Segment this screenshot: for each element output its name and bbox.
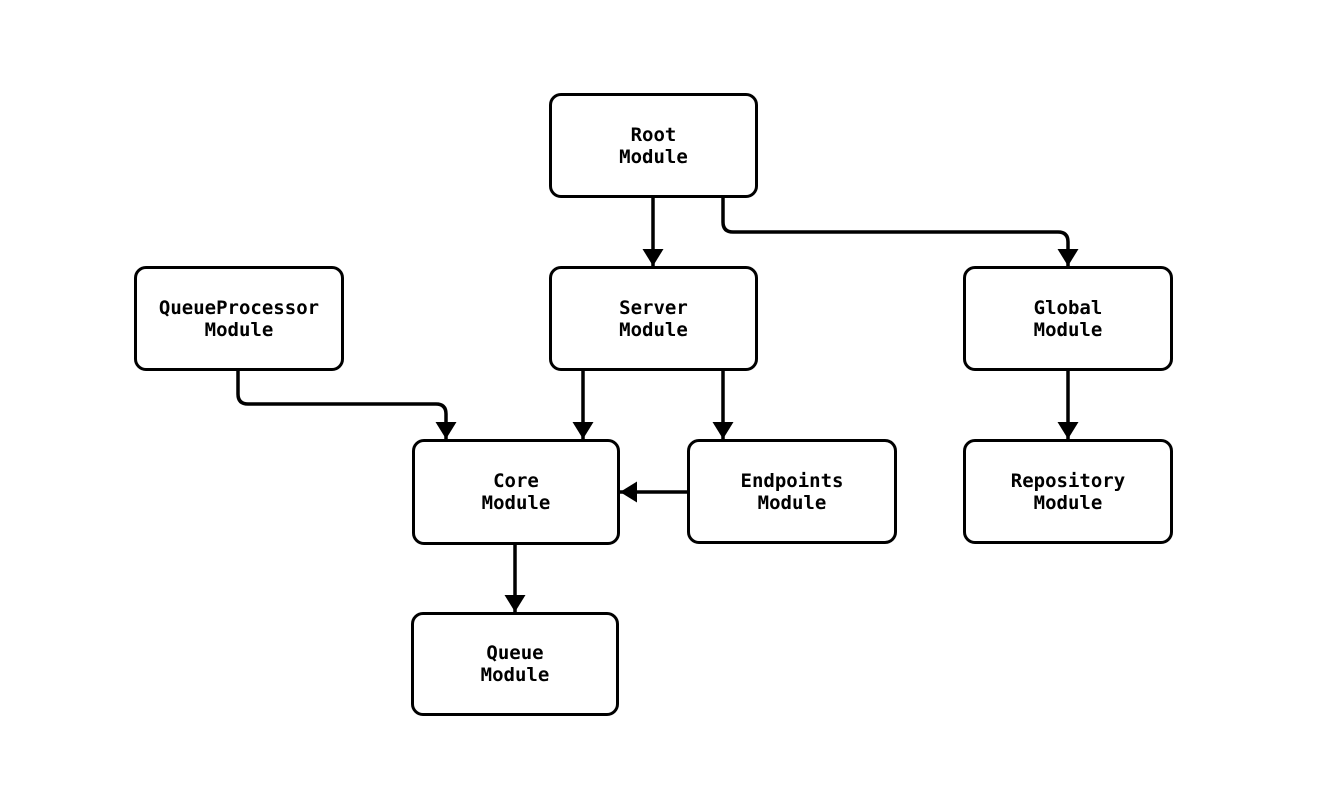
node-root-module: Root Module [549,93,758,198]
node-repository-module: Repository Module [963,439,1173,544]
edge-root-to-server-arrowhead-icon [642,249,664,266]
node-core-module-label: Core Module [481,470,551,514]
edge-queueprocessor-to-core-arrowhead-icon [435,422,457,439]
edge-root-to-global-arrowhead-icon [1057,249,1079,266]
node-endpoints-module: Endpoints Module [687,439,897,544]
edge-core-to-queue-arrowhead-icon [504,595,526,612]
node-queueprocessor-module: QueueProcessor Module [134,266,344,371]
edge-server-to-core-arrowhead-icon [572,422,594,439]
node-queueprocessor-module-label: QueueProcessor Module [158,296,320,341]
node-queue-module-label: Queue Module [480,642,550,686]
edge-global-to-repository-arrowhead-icon [1057,422,1079,439]
node-queue-module: Queue Module [411,612,619,716]
edge-server-to-endpoints-arrowhead-icon [712,422,734,439]
edge-endpoints-to-core-arrowhead-icon [620,481,637,503]
node-repository-module-label: Repository Module [1010,469,1126,514]
node-server-module: Server Module [549,266,758,371]
edge-root-to-global [721,198,1070,266]
node-global-module: Global Module [963,266,1173,371]
edge-queueprocessor-to-core [236,371,448,439]
node-global-module-label: Global Module [1033,296,1103,341]
node-server-module-label: Server Module [619,296,688,341]
node-endpoints-module-label: Endpoints Module [740,469,844,514]
node-root-module-label: Root Module [619,123,688,168]
node-core-module: Core Module [412,439,620,545]
